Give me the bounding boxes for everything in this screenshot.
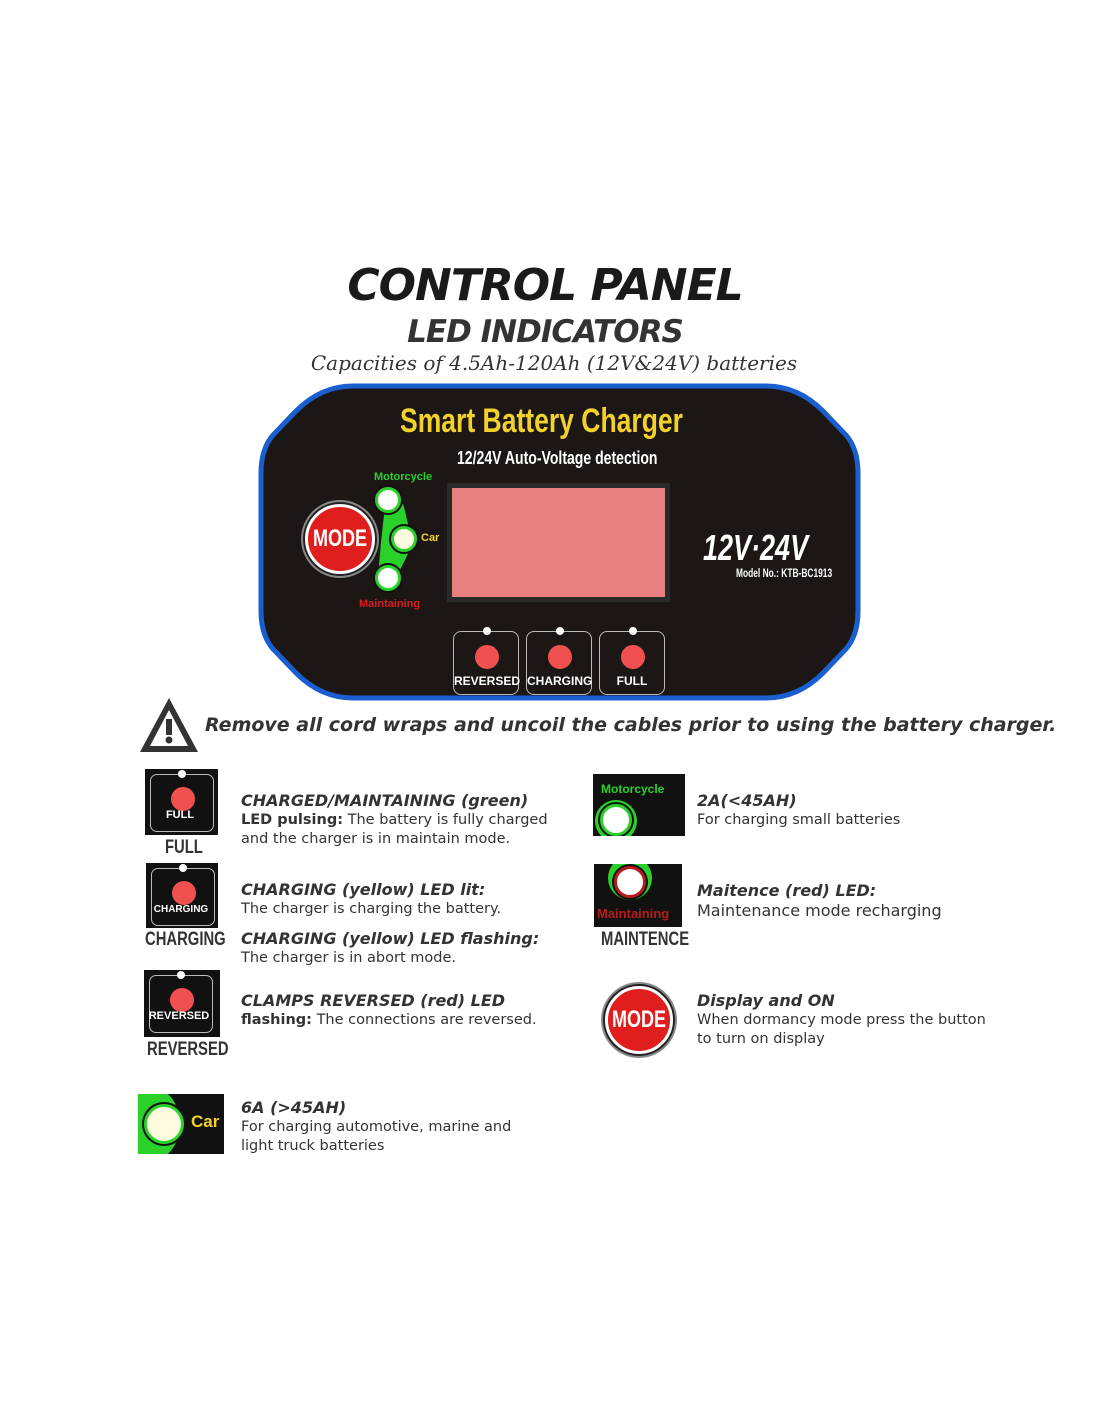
panel-subtitle: 12/24V Auto-Voltage detection <box>457 448 658 468</box>
charging-indicator: CHARGING <box>526 627 592 695</box>
warning-text: Remove all cord wraps and uncoil the cab… <box>205 714 1057 736</box>
charging-caption: CHARGING <box>145 929 226 950</box>
reversed-icon: REVERSED <box>144 970 220 1037</box>
mode-icon: MODE <box>605 986 673 1054</box>
motorcycle-led <box>375 487 401 513</box>
maintaining-led <box>375 565 401 591</box>
full-icon: FULL <box>145 769 218 835</box>
mode-button[interactable]: MODE <box>305 504 375 574</box>
car-led-icon: Car <box>138 1094 224 1154</box>
full-description: CHARGED/MAINTAINING (green)LED pulsing: … <box>241 791 548 847</box>
panel-title: Smart Battery Charger <box>400 402 683 440</box>
reversed-caption: REVERSED <box>147 1039 229 1060</box>
lcd-display <box>447 483 670 602</box>
reversed-indicator: REVERSED <box>453 627 520 695</box>
page-subtitle: LED INDICATORS <box>407 314 684 350</box>
maintaining-description: Maitence (red) LED:Maintenance mode rech… <box>697 881 942 920</box>
maintaining-led-icon: Maintaining <box>594 864 682 927</box>
motorcycle-description: 2A(<45AH)For charging small batteries <box>697 791 901 828</box>
capacity-note: Capacities of 4.5Ah-120Ah (12V&24V) batt… <box>310 351 798 375</box>
warning-icon <box>140 698 198 752</box>
voltage-label: 12V·24V <box>703 527 809 568</box>
motorcycle-led-icon: Motorcycle <box>593 774 685 836</box>
full-caption: FULL <box>165 837 203 858</box>
led-label-car: Car <box>421 532 440 544</box>
charging-icon: CHARGING <box>146 863 218 928</box>
model-number: Model No.: KTB-BC1913 <box>736 566 833 580</box>
car-led <box>391 526 417 552</box>
page-title: CONTROL PANEL <box>347 260 743 311</box>
led-label-motorcycle: Motorcycle <box>374 471 433 483</box>
full-indicator: FULL <box>599 627 665 695</box>
charging-description: CHARGING (yellow) LED lit:The charger is… <box>241 880 540 966</box>
car-description: 6A (>45AH)For charging automotive, marin… <box>241 1098 512 1154</box>
maintaining-caption: MAINTENCE <box>601 929 690 950</box>
led-label-maintaining: Maintaining <box>359 598 421 610</box>
